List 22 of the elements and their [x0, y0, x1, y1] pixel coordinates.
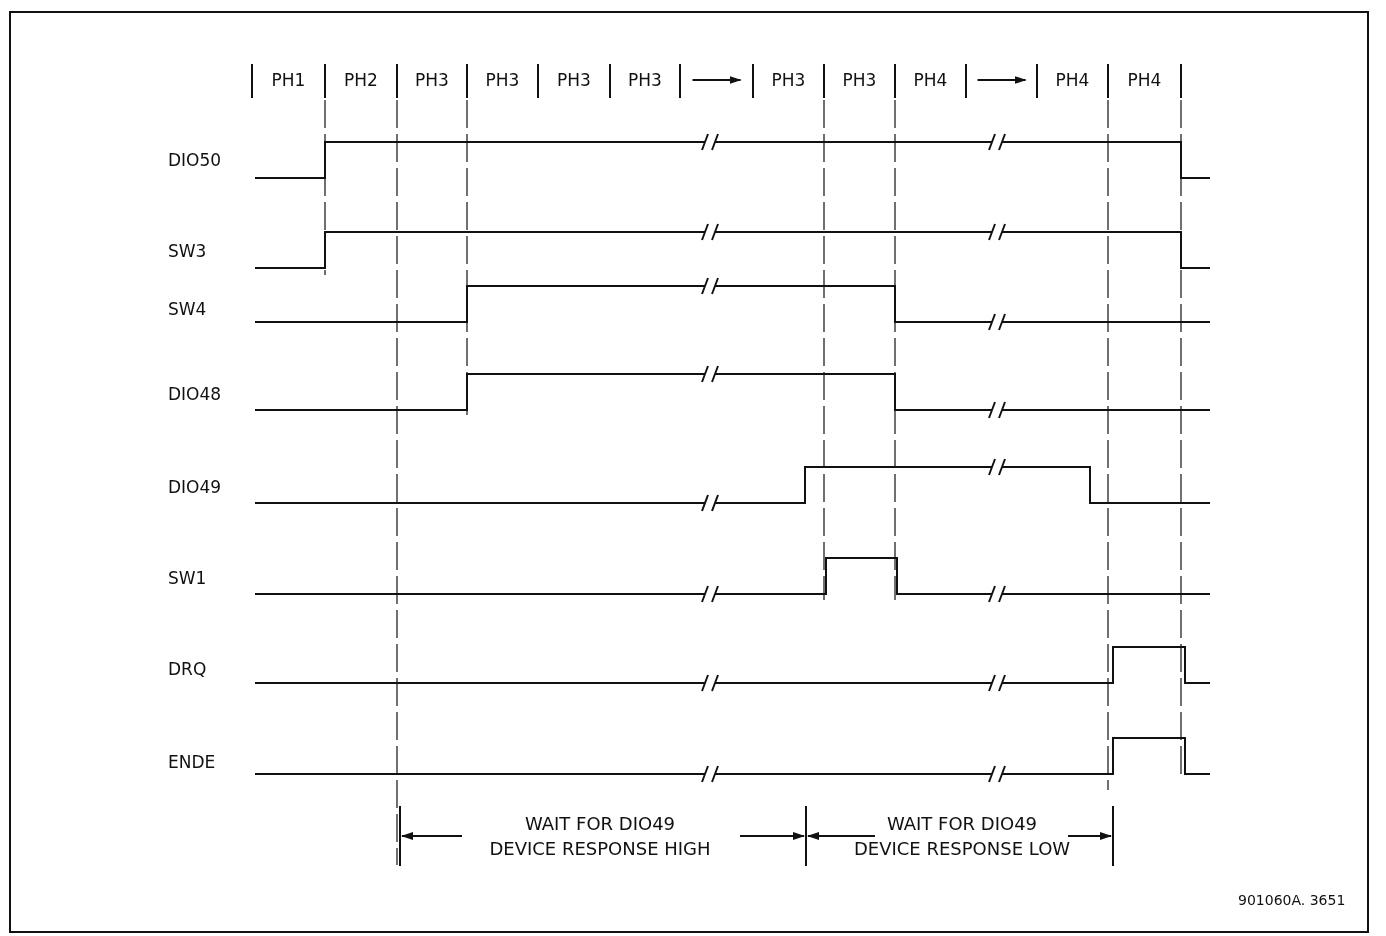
phase-label: PH4 — [1055, 70, 1090, 90]
phase-label: PH3 — [842, 70, 877, 90]
phase-label: PH3 — [557, 70, 591, 90]
signal-name: DIO48 — [168, 384, 222, 404]
interval-label: WAIT FOR DIO49 DEVICE RESPONSE HIGH — [489, 812, 711, 861]
phase-label: PH1 — [271, 70, 306, 90]
phase-label: PH3 — [485, 70, 520, 90]
phase-label: PH3 — [628, 70, 662, 90]
signal-name: DIO50 — [168, 150, 222, 170]
phase-label: PH3 — [415, 70, 449, 90]
signal-name: SW3 — [168, 241, 207, 261]
phase-label: PH4 — [1127, 70, 1162, 90]
interval-label: WAIT FOR DIO49 DEVICE RESPONSE LOW — [853, 812, 1071, 861]
phase-label: PH3 — [771, 70, 806, 90]
signal-name: ENDE — [168, 752, 216, 772]
figure-number: 901060A. 3651 — [1238, 891, 1346, 910]
signal-name: DRQ — [168, 659, 207, 679]
phase-label: PH4 — [913, 70, 948, 90]
signal-name: DIO49 — [168, 477, 222, 497]
signal-name: SW4 — [168, 299, 207, 319]
signal-name: SW1 — [168, 568, 207, 588]
phase-label: PH2 — [344, 70, 378, 90]
